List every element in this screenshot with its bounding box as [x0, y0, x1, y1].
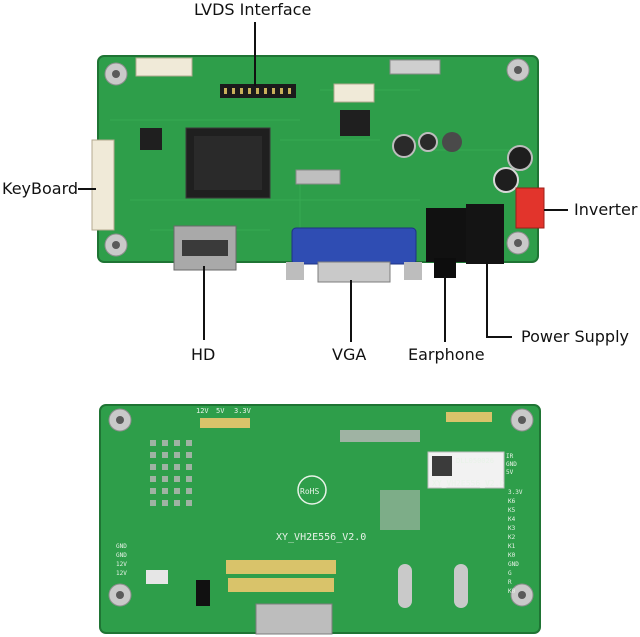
power-pin-labels: GND GND 12V 12V [116, 543, 127, 577]
power-pin-label: 12V [116, 561, 127, 568]
vga-port-icon [286, 227, 422, 283]
key-pin-label: GND [508, 561, 519, 568]
key-pin-label: K1 [508, 543, 516, 550]
key-pin-label: K5 [508, 507, 516, 514]
audio-jack-icon [426, 208, 466, 278]
power-supply-label: Power Supply [521, 327, 629, 346]
hdmi-port-icon [173, 225, 237, 271]
dc-jack-icon [466, 204, 504, 264]
power-pin-label: 12V [116, 570, 127, 577]
key-pin-label: K3 [508, 525, 516, 532]
sticker-model: XY_VH2E556_V2.0 [432, 479, 504, 488]
inverter-label: Inverter [574, 200, 638, 219]
hd-label: HD [191, 345, 216, 364]
key-pin-label: K4 [508, 516, 516, 523]
rohs-text: RoHS [300, 487, 319, 496]
vga-label: VGA [332, 345, 367, 364]
silk-5v-right: 5V [506, 469, 514, 476]
lvds-interface-label: LVDS Interface [194, 0, 312, 19]
lvds-callout-line [254, 22, 256, 86]
silk-33v: 3.3V [234, 407, 252, 415]
lvds-connector-icon [220, 84, 296, 98]
earphone-label: Earphone [408, 345, 485, 364]
vga-callout-line [350, 280, 352, 342]
key-pin-label: 3.3V [508, 489, 523, 496]
key-pin-label: K0 [508, 588, 516, 595]
power-pin-label: GND [116, 543, 127, 550]
chip-icon [185, 127, 271, 199]
inverter-callout-line [544, 209, 568, 211]
sticker-code: DLL050026 [456, 457, 494, 465]
power-pin-label: GND [116, 552, 127, 559]
silk-5v: 5V [216, 407, 225, 415]
silk-12v: 12V [196, 407, 209, 415]
power-callout-line-v [486, 262, 488, 338]
key-pin-label: R [508, 579, 512, 586]
silk-ir: IR [506, 453, 514, 460]
hd-callout-line [203, 266, 205, 340]
key-pin-label: K2 [508, 534, 516, 541]
silk-gnd-right: GND [506, 461, 517, 468]
keyboard-label: KeyBoard [2, 179, 79, 198]
keyboard-callout-line [78, 188, 96, 190]
key-pin-label: K6 [508, 498, 516, 505]
earphone-callout-line [444, 276, 446, 342]
capacitor-icon [392, 132, 533, 193]
key-pin-label: G [508, 570, 512, 577]
key-pin-label: K0 [508, 552, 516, 559]
power-callout-line-h [486, 336, 512, 338]
board-model-text: XY_VH2E556_V2.0 [276, 532, 366, 543]
